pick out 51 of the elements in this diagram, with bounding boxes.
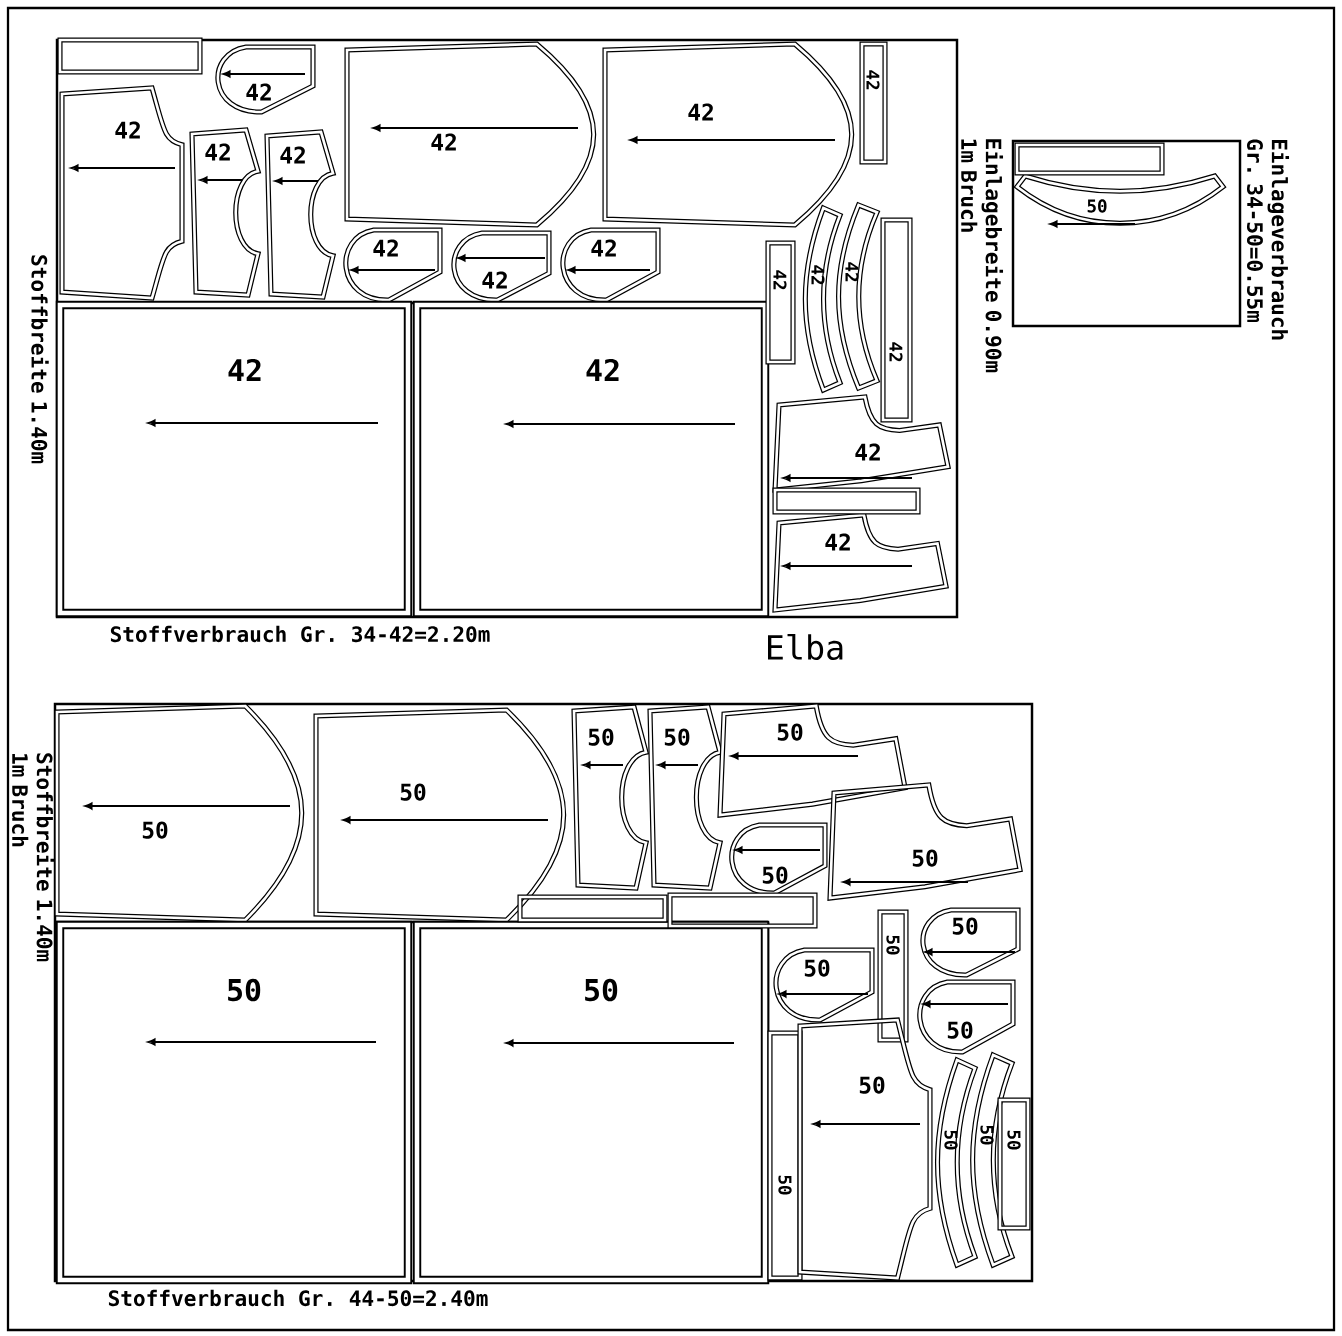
pattern-piece: 42	[412, 300, 770, 618]
pattern-piece: 50	[54, 703, 305, 923]
pattern-piece: 42	[772, 512, 949, 613]
pattern-piece: 50	[1014, 173, 1226, 228]
pattern-piece: 42	[344, 41, 597, 228]
fabric-layout-frame	[53, 702, 1034, 1283]
pattern-piece: 50	[827, 782, 1023, 901]
pattern-piece: 42	[880, 217, 913, 423]
pattern-strip	[1014, 142, 1165, 176]
pattern-piece: 42	[451, 230, 552, 303]
pattern-strip	[667, 892, 818, 929]
side-note: Stoffbreite 1.40m	[31, 255, 49, 464]
side-note: Stoffverbrauch Gr. 34-42=2.20m	[110, 625, 490, 643]
pattern-piece: 42	[765, 240, 796, 365]
side-note: Einlagebreite 0.90m 1m Bruch	[961, 139, 1004, 373]
pattern-piece: 50	[920, 907, 1021, 978]
pattern-piece: 50	[773, 947, 875, 1023]
pattern-piece: 42	[602, 41, 855, 228]
pattern-piece: 42	[215, 44, 316, 115]
pattern-piece: 42	[189, 127, 261, 298]
pattern-strip	[517, 894, 668, 923]
pattern-strip	[772, 487, 921, 515]
pattern-piece: 42	[859, 41, 888, 165]
pattern-piece: 42	[343, 227, 443, 303]
pattern-piece: 50	[729, 822, 828, 896]
side-note: Stoffbreite 1.40m 1m Bruch	[11, 753, 54, 962]
pattern-piece: 50	[877, 909, 909, 1043]
interfacing-frame	[1011, 139, 1242, 328]
pattern-piece: 50	[767, 1030, 803, 1281]
pattern-piece: 42	[560, 227, 661, 303]
pattern-piece: 50	[797, 1017, 933, 1281]
pattern-piece: 42	[59, 85, 185, 301]
pattern-piece: 42	[836, 202, 880, 391]
pattern-piece: 42	[772, 394, 951, 493]
side-note: Stoffverbrauch Gr. 44-50=2.40m	[108, 1289, 488, 1307]
pattern-piece: 50	[412, 920, 770, 1285]
pattern-piece: 42	[264, 129, 336, 300]
pattern-piece: 50	[55, 920, 413, 1285]
pattern-piece: 42	[802, 205, 843, 393]
pattern-name: Elba	[768, 634, 843, 660]
pattern-piece: 42	[55, 300, 413, 618]
pattern-piece: 50	[997, 1097, 1031, 1231]
pattern-piece: 50	[647, 704, 723, 891]
pattern-piece: 50	[717, 703, 908, 818]
pattern-piece: 50	[934, 1057, 978, 1268]
pattern-piece: 50	[313, 707, 567, 923]
side-note: Einlageverbrauch Gr. 34-50=0.55m	[1247, 139, 1290, 340]
fabric-layout-frame	[55, 38, 959, 619]
pattern-piece: 50	[571, 704, 649, 891]
pattern-strip	[57, 37, 203, 75]
pattern-piece: 50	[917, 979, 1016, 1055]
